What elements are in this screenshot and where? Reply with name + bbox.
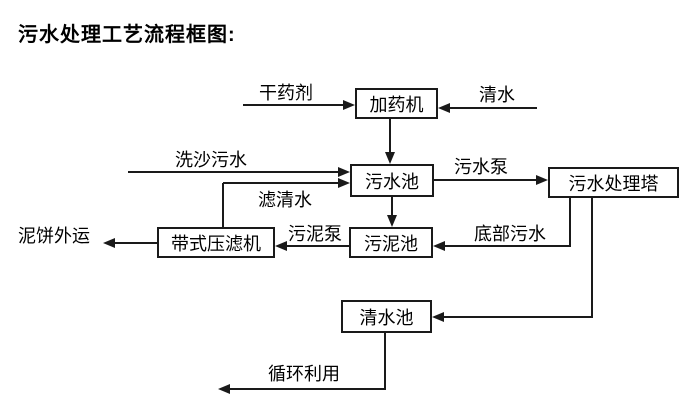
arrowhead-right-icon	[536, 175, 548, 185]
diagram-title: 污水处理工艺流程框图:	[18, 24, 236, 46]
node-sludge-pool: 污泥池	[349, 227, 433, 258]
arrowhead-right-icon	[338, 178, 350, 188]
flow-label-filtered-clean-water: 滤清水	[258, 190, 312, 210]
flow-line-recycling	[230, 388, 386, 390]
flow-line-tower-to-clean-vertical	[591, 197, 593, 318]
node-sewage-pool: 污水池	[350, 164, 434, 197]
flow-line-clean-water	[450, 107, 537, 109]
arrowhead-left-icon	[433, 241, 445, 251]
flow-label-recycling: 循环利用	[268, 364, 340, 384]
flow-label-sand-washing-sewage: 洗沙污水	[175, 150, 247, 170]
arrowhead-down-icon	[387, 215, 397, 227]
arrowhead-left-icon	[432, 312, 444, 322]
flow-line-sewage-to-sludge	[391, 197, 393, 217]
arrowhead-right-icon	[338, 167, 350, 177]
flow-label-bottom-sewage: 底部污水	[474, 224, 546, 244]
flow-label-dry-chemical: 干药剂	[259, 83, 313, 103]
flow-line-mud-cake	[115, 242, 157, 244]
flow-line-filtered-water-vertical	[222, 183, 224, 227]
flow-label-mud-cake-outbound: 泥饼外运	[18, 226, 90, 246]
arrowhead-left-icon	[275, 241, 287, 251]
node-dosing-machine: 加药机	[355, 88, 438, 119]
flow-line-recycling-vertical	[384, 333, 386, 389]
arrowhead-right-icon	[343, 100, 355, 110]
arrowhead-down-icon	[385, 152, 395, 164]
node-belt-filter-press: 带式压滤机	[157, 227, 275, 258]
flow-line-bottom-sewage	[445, 245, 571, 247]
flow-line-sewage-pump	[434, 179, 536, 181]
flow-line-bottom-sewage-vertical	[569, 197, 571, 246]
node-clean-water-pool: 清水池	[341, 300, 432, 333]
flow-line-tower-to-clean	[444, 316, 593, 318]
flow-label-sludge-pump: 污泥泵	[288, 224, 342, 244]
arrowhead-left-icon	[438, 103, 450, 113]
flow-label-clean-water: 清水	[479, 85, 515, 105]
arrowhead-left-icon	[103, 238, 115, 248]
flow-line-filtered-water	[223, 182, 338, 184]
flow-label-sewage-pump: 污水泵	[454, 157, 508, 177]
flow-line-sludge-pump	[287, 245, 349, 247]
flow-line-dosing-to-sewage	[389, 119, 391, 154]
flow-line-sand-washing	[128, 171, 338, 173]
node-sewage-treatment-tower: 污水处理塔	[548, 167, 679, 198]
flow-line-dry-chemical	[243, 104, 343, 106]
arrowhead-left-icon	[218, 384, 230, 394]
